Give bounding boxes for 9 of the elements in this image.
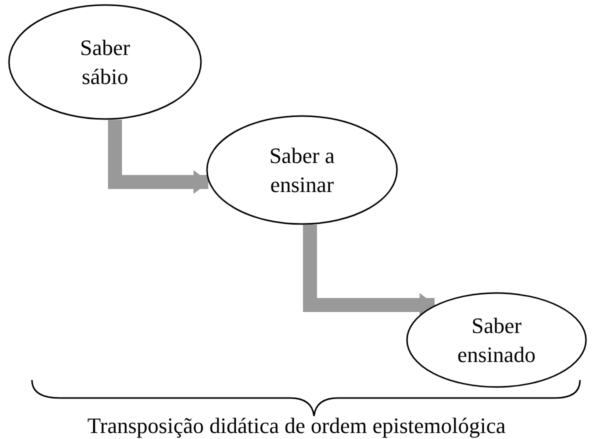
ellipse-node <box>206 115 398 225</box>
arrow <box>303 224 436 317</box>
node-label: Saber a ensinar <box>268 142 336 199</box>
ellipse-node <box>406 292 587 388</box>
caption: Transposição didática de ordem epistemológica <box>87 413 506 438</box>
node-label: Saber sábio <box>78 34 132 91</box>
arrow <box>108 120 210 194</box>
node-label: Saber ensinado <box>456 312 537 369</box>
ellipse-node <box>8 4 202 120</box>
